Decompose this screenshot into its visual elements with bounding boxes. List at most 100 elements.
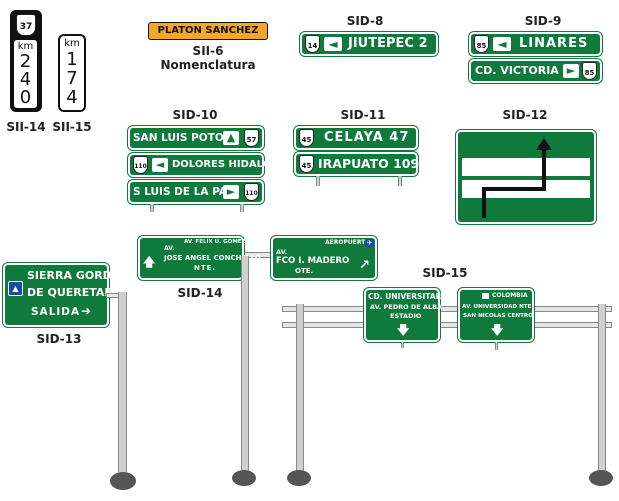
- sii-14-sign: 37 km 2 4 0: [10, 10, 42, 112]
- route-shield-icon: 110: [244, 183, 259, 201]
- cross-street-text: AV. FELIX U. GOMEZ: [184, 239, 246, 245]
- arrow-left-icon: ◄: [324, 37, 342, 51]
- destination-text: DOLORES HIDALGO: [172, 159, 280, 170]
- route-shield-icon: 110: [133, 156, 148, 174]
- arrow-right-icon: ►: [563, 64, 579, 78]
- gantry-beam-top: [282, 306, 612, 312]
- sign-post: [150, 204, 154, 212]
- destination-text: COLOMBIA: [492, 292, 528, 299]
- sid-14-right-sign: AEROPUERTO ✈ AV. FCO I. MADERO OTE. ↗: [270, 235, 378, 281]
- km-label: km: [64, 38, 80, 49]
- tourism-icon: ▲: [8, 281, 23, 296]
- sid-13-caption: SID-13: [36, 332, 82, 346]
- sii-6-caption: SII-6: [192, 44, 224, 58]
- destination-text: CD. UNIVERSITARIA: [368, 292, 450, 301]
- destination-text: FCO I. MADERO: [276, 256, 350, 266]
- destination-text: AV. PEDRO DE ALBA: [370, 303, 443, 311]
- avenue-label: AV.: [276, 248, 288, 256]
- gantry-post-left: [296, 304, 304, 474]
- post-base: [232, 470, 256, 486]
- destination-text: ESTADIO: [390, 312, 422, 320]
- destination-text: LINARES: [519, 36, 589, 51]
- sign-hanger: [495, 342, 498, 350]
- sign-post: [118, 292, 127, 472]
- sid-11-row-1: 45 CELAYA 47: [293, 125, 419, 151]
- km-digit: 4: [19, 69, 32, 90]
- sign-post: [241, 256, 249, 472]
- sid-14-caption: SID-14: [177, 286, 223, 300]
- destination-text: S LUIS DE LA PAZ: [133, 186, 235, 198]
- destination-text: SAN LUIS POTOSI: [133, 132, 236, 144]
- route-shield-icon: 14: [305, 35, 320, 53]
- arrow-left-icon: ◄: [493, 37, 511, 51]
- sid-10-row-1: SAN LUIS POTOSI ▲ 57: [127, 125, 265, 151]
- arrow-up-icon: ▲: [223, 131, 239, 145]
- flag-icon: [482, 293, 489, 299]
- destination-text: AV. UNIVERSIDAD NTE.: [462, 304, 534, 310]
- arrow-right-icon: ➔: [81, 304, 92, 318]
- arrow-up-icon: 🡅: [143, 255, 156, 269]
- route-shield-icon: 45: [299, 155, 314, 173]
- destination-text: CELAYA 47: [324, 130, 410, 145]
- sid-10-row-2: 110 ◄ DOLORES HIDALGO: [127, 152, 280, 178]
- street-name: PLATON SANCHEZ: [157, 25, 259, 36]
- km-digit: 4: [66, 87, 78, 108]
- direction-text: NTE.: [194, 264, 217, 272]
- shield-number: 37: [19, 22, 33, 32]
- destination-text: JIUTEPEC 2: [348, 36, 428, 51]
- arrow-down-icon: 🡇: [491, 323, 504, 337]
- sid-13-sign: ▲ SIERRA GORDA DE QUERETARO SALIDA ➔: [2, 262, 122, 328]
- sign-post: [398, 176, 402, 186]
- sign-post: [240, 204, 244, 212]
- sign-post: [316, 176, 320, 186]
- sid-9-caption: SID-9: [524, 14, 562, 28]
- sid-10-caption: SID-10: [172, 108, 218, 122]
- sid-15-right-sign: COLOMBIA AV. UNIVERSIDAD NTE. SAN NICOLA…: [457, 287, 535, 343]
- arrow-right-icon: ►: [223, 185, 239, 199]
- destination-text: JOSE ANGEL CONCHELLO: [164, 254, 261, 262]
- post-base: [287, 470, 311, 486]
- sii-6-subcaption: Nomenclatura: [160, 58, 256, 72]
- route-shield-icon: 45: [299, 129, 314, 147]
- arrow-left-icon: ◄: [152, 158, 168, 172]
- destination-text: DE QUERETARO: [27, 286, 123, 299]
- intersection-diagram-icon: [462, 138, 590, 218]
- sid-15-caption: SID-15: [422, 266, 468, 280]
- route-shield-icon: 85: [474, 35, 489, 53]
- km-plate: km 2 4 0: [14, 40, 37, 108]
- sid-11-caption: SID-11: [340, 108, 386, 122]
- sid-9-row-1: 85 ◄ LINARES: [468, 31, 603, 57]
- destination-text: CD. VICTORIA: [475, 64, 559, 77]
- direction-text: OTE.: [295, 267, 314, 275]
- km-digit: 2: [19, 51, 32, 72]
- sid-12-diagram-sign: [455, 129, 597, 225]
- sid-10-row-3: S LUIS DE LA PAZ ► 110: [127, 179, 265, 205]
- sid-8-sign: 14 ◄ JIUTEPEC 2: [299, 31, 439, 57]
- route-shield-icon: 57: [244, 129, 259, 147]
- sid-15-left-sign: CD. UNIVERSITARIA AV. PEDRO DE ALBA ESTA…: [363, 287, 450, 343]
- destination-text: SIERRA GORDA: [27, 269, 121, 282]
- exit-text: SALIDA: [31, 306, 81, 318]
- post-base: [110, 472, 136, 490]
- sii-15-sign: km 1 7 4: [58, 34, 86, 112]
- arrow-down-icon: 🡇: [397, 323, 410, 337]
- sii-15-caption: SII-15: [52, 120, 92, 134]
- km-digit: 0: [19, 87, 32, 108]
- km-digit: 7: [66, 68, 78, 89]
- arrow-diagonal-icon: ↗: [359, 258, 370, 273]
- destination-text: IRAPUATO 109: [318, 156, 420, 171]
- sid-8-caption: SID-8: [346, 14, 384, 28]
- gantry-post-right: [598, 304, 606, 474]
- avenue-label: AV.: [164, 245, 175, 252]
- sign-hanger: [401, 342, 404, 348]
- airplane-icon: ✈: [365, 239, 374, 247]
- km-digit: 1: [66, 49, 78, 70]
- sid-11-row-2: 45 IRAPUATO 109: [293, 151, 420, 177]
- airport-text: AEROPUERTO: [325, 239, 371, 246]
- sid-14-left-sign: AV. FELIX U. GOMEZ AV. 🡅 JOSE ANGEL CONC…: [137, 235, 261, 281]
- street-name-plate: PLATON SANCHEZ: [148, 22, 268, 40]
- post-base: [589, 470, 613, 486]
- sid-9-row-2: CD. VICTORIA ► 85: [468, 58, 603, 84]
- route-shield-icon: 85: [582, 62, 597, 80]
- km-label: km: [17, 41, 34, 52]
